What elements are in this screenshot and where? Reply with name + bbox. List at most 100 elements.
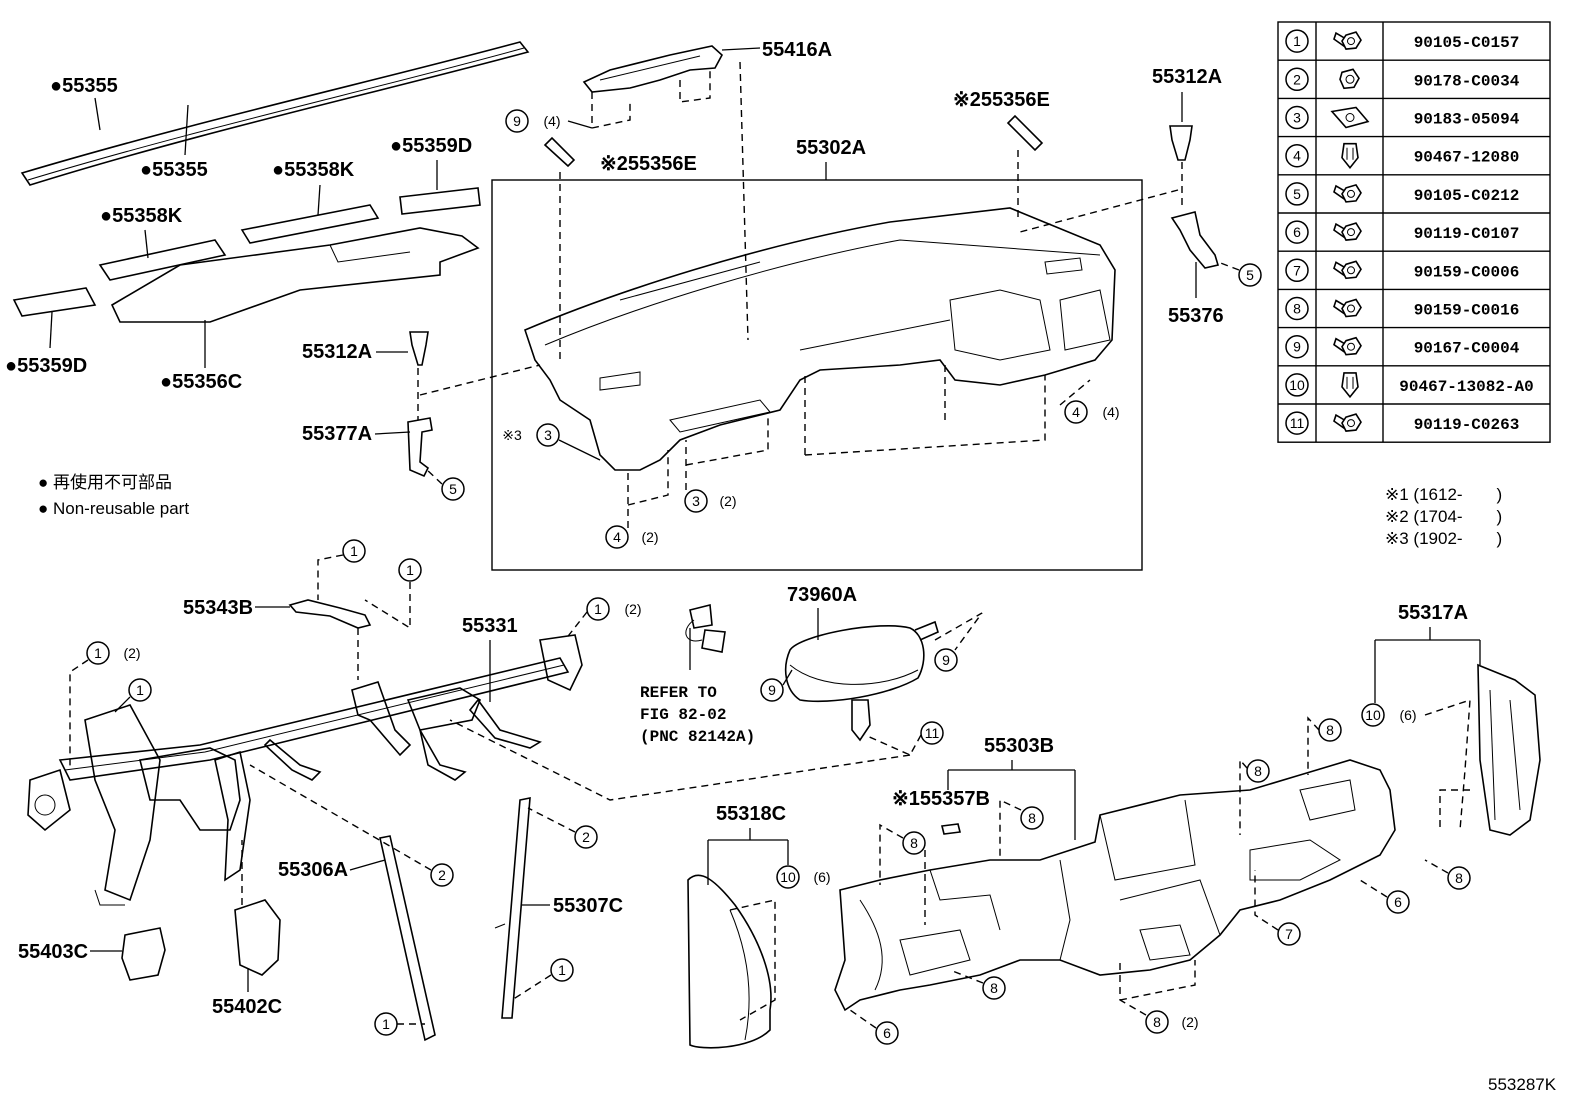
fastener-number-circle — [1285, 373, 1309, 397]
connector-82142a — [685, 603, 726, 670]
fastener-number-circle — [1285, 334, 1309, 359]
brace-55306a — [379, 835, 436, 1042]
callout-8-g — [1447, 866, 1471, 890]
refer-line-1: REFER TO — [640, 684, 717, 702]
callout-1-a — [342, 539, 366, 563]
fastener-part-number: 90467-13082-A0 — [1399, 378, 1533, 396]
fastener-number: 4 — [1293, 148, 1301, 164]
label-55312a-a: 55312A — [1152, 66, 1222, 88]
svg-text:8: 8 — [1028, 810, 1036, 826]
label-55416a: 55416A — [762, 39, 832, 61]
svg-text:1: 1 — [558, 962, 566, 978]
fastener-number-circle — [1285, 105, 1309, 130]
fastener-part-number: 90467-12080 — [1414, 149, 1520, 167]
callout-8-e — [982, 976, 1006, 1000]
bolt-icon — [1333, 413, 1362, 432]
fastener-number: 1 — [1293, 33, 1301, 49]
fastener-number: 5 — [1293, 186, 1301, 202]
svg-text:1: 1 — [94, 645, 102, 661]
clip-icon — [1341, 372, 1359, 399]
callout-3-b — [684, 489, 708, 513]
svg-text:5: 5 — [449, 481, 457, 497]
fastener-part-number: 90105-C0212 — [1414, 187, 1520, 205]
svg-text:6: 6 — [1394, 894, 1402, 910]
fastener-number-circle — [1285, 29, 1309, 53]
svg-text:10: 10 — [780, 869, 796, 885]
callout-8-b — [902, 831, 926, 855]
svg-text:5: 5 — [1246, 267, 1254, 283]
svg-text:8: 8 — [1254, 763, 1262, 779]
fastener-part-number: 90178-C0034 — [1414, 72, 1520, 90]
label-55356c: ●55356C — [160, 371, 242, 393]
clip-55312a-right — [1169, 125, 1193, 161]
nut-icon — [1339, 68, 1360, 90]
callout-6-a — [875, 1021, 899, 1045]
refer-line-2: FIG 82-02 — [640, 706, 726, 724]
svg-text:(4): (4) — [543, 113, 560, 129]
clip-nut-icon — [1330, 106, 1370, 129]
fastener-number: 6 — [1293, 224, 1301, 240]
callout-6-b — [1386, 890, 1410, 914]
glovebox-55318c — [687, 874, 772, 1049]
callout-10-a — [776, 865, 800, 889]
fastener-number: 7 — [1293, 262, 1301, 278]
note-3: ※3 (1902- ) — [1385, 529, 1502, 548]
instrument-panel-55302a — [524, 207, 1116, 471]
svg-text:(2): (2) — [624, 601, 641, 617]
label-55358k-a: ●55358K — [272, 159, 355, 181]
svg-text:9: 9 — [513, 113, 521, 129]
label-55306a: 55306A — [278, 859, 348, 881]
airbag-73960a — [784, 620, 939, 742]
label-55355-a: ●55355 — [50, 75, 118, 97]
lower-panel-55303b — [834, 759, 1396, 1012]
fastener-number-circle — [1285, 411, 1309, 435]
table-row: 5 90105-C0212 — [1285, 182, 1520, 206]
clip-icon — [1341, 142, 1359, 169]
fastener-number-circle — [1285, 258, 1309, 283]
callout-3-a — [536, 423, 560, 447]
refer-line-3: (PNC 82142A) — [640, 728, 755, 746]
fastener-number-circle — [1285, 182, 1309, 206]
label-55359d-b: ●55359D — [5, 355, 87, 377]
callout-4-b — [605, 525, 629, 549]
callout-7 — [1277, 922, 1301, 946]
fastener-number-circle — [1285, 296, 1309, 321]
bracket-55377a — [407, 417, 433, 478]
svg-text:11: 11 — [925, 725, 940, 741]
label-55358k-b: ●55358K — [100, 205, 183, 227]
svg-text:7: 7 — [1285, 926, 1293, 942]
label-55359d-a: ●55359D — [390, 135, 472, 157]
reinforcement-55331 — [27, 634, 583, 906]
windshield-molding — [20, 41, 530, 186]
screw-icon — [1333, 260, 1362, 280]
svg-text:1: 1 — [136, 682, 144, 698]
svg-text:10: 10 — [1365, 707, 1381, 723]
callout-11 — [920, 721, 944, 745]
svg-text:(2): (2) — [641, 529, 658, 545]
label-55303b: 55303B — [984, 735, 1054, 757]
callout-9-c — [760, 678, 784, 702]
label-55317a: 55317A — [1398, 602, 1468, 624]
svg-text:(4): (4) — [1102, 404, 1119, 420]
callout-4-a — [1064, 400, 1088, 424]
fastener-number: 8 — [1293, 301, 1301, 317]
pad-55359d-top — [399, 187, 481, 215]
label-55356e-a: ※255356E — [600, 153, 697, 175]
fastener-number: 9 — [1293, 339, 1301, 355]
label-55377a: 55377A — [302, 423, 372, 445]
pad-55358k-upper — [240, 204, 380, 244]
label-55376: 55376 — [1168, 305, 1224, 327]
label-55356e-b: ※255356E — [953, 89, 1050, 111]
bolt-icon — [1333, 31, 1362, 50]
pad-55359d-left — [12, 287, 97, 317]
callout-1-d — [86, 641, 110, 665]
fastener-part-number: 90167-C0004 — [1414, 340, 1520, 358]
svg-text:8: 8 — [1326, 722, 1334, 738]
note-1: ※1 (1612- ) — [1385, 485, 1502, 504]
svg-text:(6): (6) — [813, 869, 830, 885]
